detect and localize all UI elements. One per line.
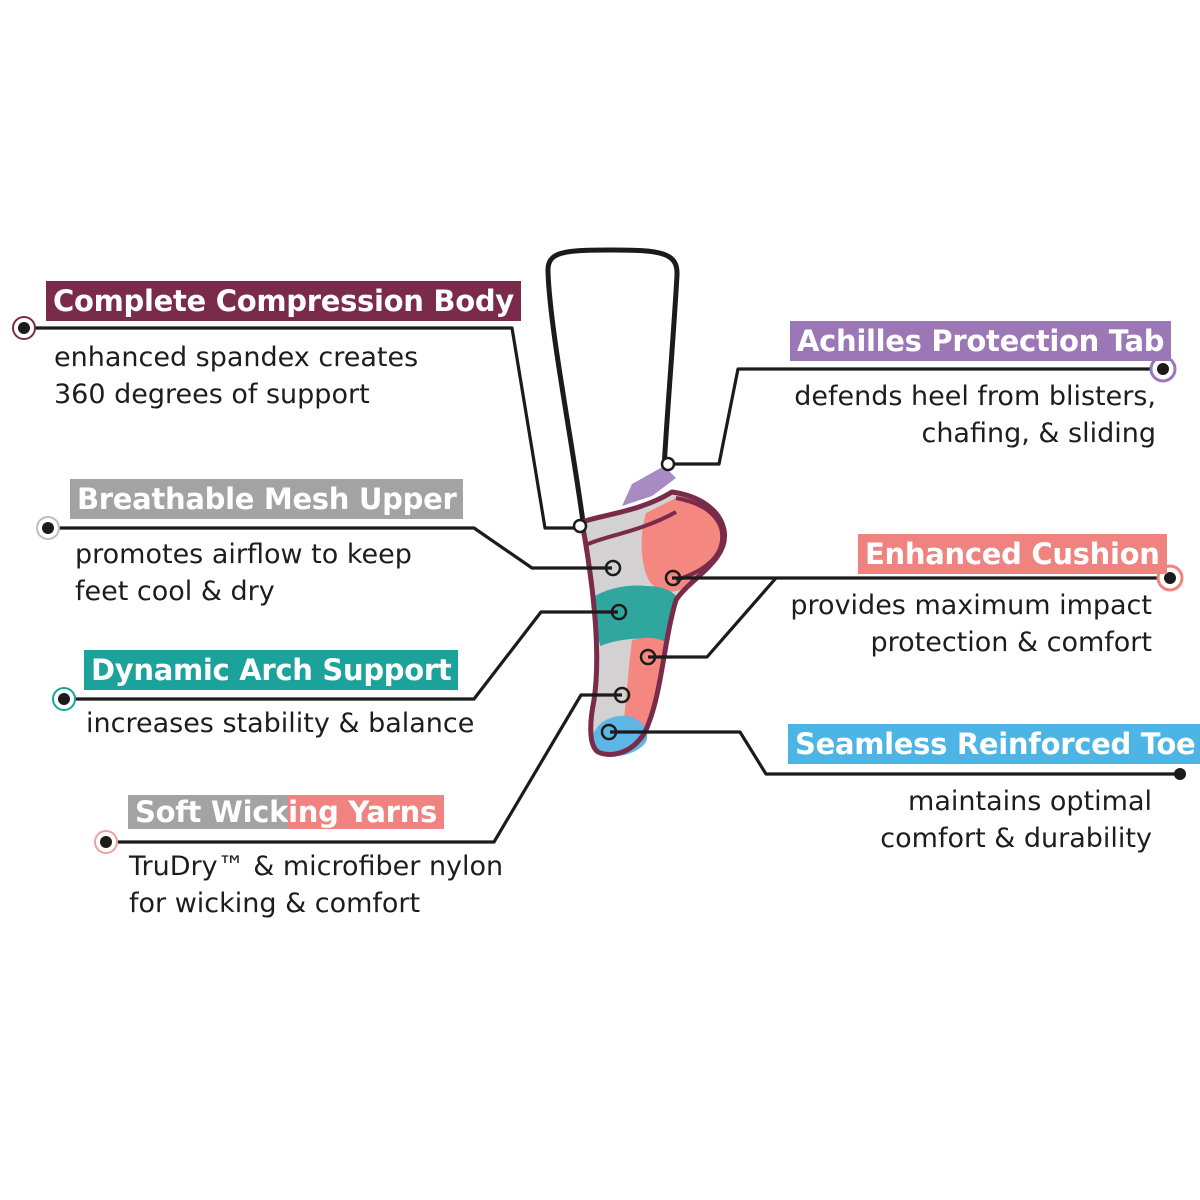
desc-reinforced-toe: maintains optimal comfort & durability (880, 783, 1152, 857)
sock-illustration (545, 247, 728, 757)
leader-achilles (668, 367, 1163, 466)
desc-compression-body: enhanced spandex creates 360 degrees of … (54, 339, 418, 413)
label-wicking-part-2: ing Yarns (288, 795, 444, 829)
sock-point-compression (572, 518, 588, 534)
dot-mesh-core (42, 522, 54, 534)
desc-compression-line-1: enhanced spandex creates (54, 342, 419, 373)
desc-mesh-line-1: promotes airflow to keep (75, 539, 412, 570)
sock-point-wicking (613, 686, 631, 704)
desc-cushion-line-2: protection & comfort (870, 627, 1152, 658)
sock-point-cushion (664, 569, 682, 587)
desc-mesh-line-2: feet cool & dry (75, 576, 275, 607)
sock-point-arch (610, 603, 628, 621)
desc-compression-line-2: 360 degrees of support (54, 379, 370, 410)
sock-leg-outline (545, 247, 680, 525)
leader-cushion-sole (648, 576, 778, 659)
desc-wicking-yarns: TruDry™ & microfiber nylon for wicking &… (129, 848, 503, 922)
desc-enhanced-cushion: provides maximum impact protection & com… (790, 587, 1152, 661)
label-arch-support: Dynamic Arch Support (84, 650, 459, 690)
leader-arch (64, 610, 618, 701)
arch-band-shape (592, 585, 678, 646)
leader-lines (24, 326, 1180, 844)
leader-wicking (106, 693, 622, 844)
label-enhanced-cushion: Enhanced Cushion (858, 534, 1167, 574)
dot-toe (1174, 768, 1186, 780)
endpoint-dots (12, 316, 1186, 854)
label-achilles-tab: Achilles Protection Tab (790, 321, 1172, 361)
leader-compression (24, 326, 580, 530)
label-wicking-part-1: Soft Wick (128, 795, 288, 829)
desc-wicking-line-2: for wicking & comfort (129, 888, 421, 919)
desc-toe-line-1: maintains optimal (908, 786, 1152, 817)
heel-seam-line (675, 496, 725, 582)
label-compression-body: Complete Compression Body (46, 281, 521, 321)
desc-toe-line-2: comfort & durability (880, 823, 1152, 854)
desc-cushion-line-1: provides maximum impact (790, 590, 1152, 621)
dot-achilles-core (1157, 363, 1169, 375)
sock-point-toe (600, 723, 618, 741)
leader-mesh (48, 526, 612, 570)
sock-point-mesh (604, 559, 622, 577)
dot-cushion-core (1164, 572, 1176, 584)
dot-compression-core (18, 322, 30, 334)
sock-point-cushion-sole (639, 648, 657, 666)
label-wicking-yarns: Soft Wicking Yarns (128, 792, 444, 832)
sock-point-achilles (660, 456, 676, 472)
desc-achilles-line-1: defends heel from blisters, (794, 381, 1156, 412)
dot-wicking-core (100, 836, 112, 848)
label-reinforced-toe: Seamless Reinforced Toe (788, 724, 1200, 764)
desc-arch-support: increases stability & balance (86, 705, 474, 742)
leader-toe (610, 730, 1180, 776)
desc-achilles-line-2: chafing, & sliding (921, 418, 1156, 449)
sole-cushion-shape (622, 637, 666, 739)
desc-mesh-upper: promotes airflow to keep feet cool & dry (75, 536, 412, 610)
achilles-tab-shape (622, 466, 676, 506)
label-mesh-upper: Breathable Mesh Upper (70, 479, 464, 519)
desc-arch-line-1: increases stability & balance (86, 708, 475, 739)
desc-wicking-line-1: TruDry™ & microfiber nylon (129, 851, 504, 882)
sock-cuff-line (585, 510, 677, 547)
dot-arch-core (58, 693, 70, 705)
desc-achilles-tab: defends heel from blisters, chafing, & s… (794, 378, 1156, 452)
